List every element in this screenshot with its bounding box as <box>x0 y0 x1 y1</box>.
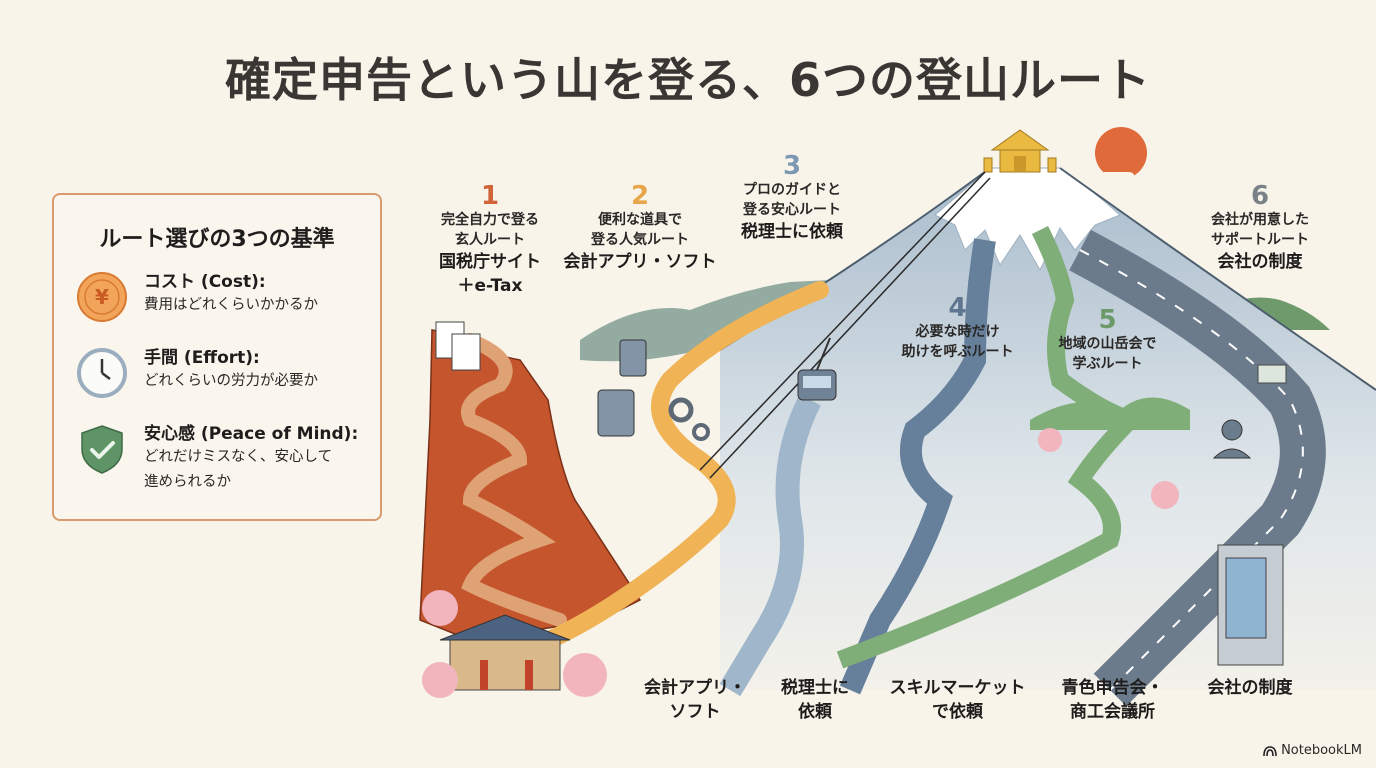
criterion-peace-of-mind: 安心感 (Peace of Mind): どれだけミスなく、安心して 進められる… <box>76 423 376 493</box>
yen-coin-icon: ¥ <box>77 272 127 322</box>
route-subtitle: 便利な道具で 登る人気ルート <box>591 212 689 248</box>
route-4-header: 4 必要な時だけ 助けを呼ぶルート <box>885 294 1030 362</box>
bottom-label-blue-return-association: 青色申告会・ 商工会議所 <box>1061 678 1164 722</box>
notebooklm-logo-icon <box>1263 745 1277 756</box>
cherry-tree-icon <box>422 590 458 626</box>
route-number: 4 <box>948 293 967 323</box>
route-subtitle: 必要な時だけ 助けを呼ぶルート <box>901 324 1014 360</box>
criteria-panel: ルート選びの3つの基準 ¥ コスト (Cost): 費用はどれくらいかかるか 手… <box>52 193 382 521</box>
route-number: 3 <box>782 151 802 181</box>
shield-check-icon <box>81 425 123 474</box>
gear-icon <box>668 397 710 441</box>
bottom-label-skill-market: スキルマーケット で依頼 <box>889 678 1026 722</box>
route-name: 国税庁サイト ＋e-Tax <box>439 252 541 296</box>
route-6-header: 6 会社が用意した サポートルート 会社の制度 <box>1190 182 1330 274</box>
cherry-tree-icon <box>1151 481 1179 509</box>
page-title: 確定申告という山を登る、6つの登山ルート <box>224 53 1151 107</box>
route-1-header: 1 完全自力で登る 玄人ルート 国税庁サイト ＋e-Tax <box>420 182 560 298</box>
criterion-description: どれくらいの労力が必要か <box>144 373 318 389</box>
route-number: 1 <box>480 181 500 211</box>
cable-car-icon <box>797 337 837 401</box>
criterion-label: コスト (Cost): <box>144 272 266 292</box>
clock-icon <box>77 348 127 398</box>
cherry-tree-icon <box>422 662 458 698</box>
svg-text:¥: ¥ <box>95 285 109 309</box>
cherry-tree-icon <box>1038 428 1062 452</box>
criterion-effort: 手間 (Effort): どれくらいの労力が必要か <box>76 347 376 417</box>
route-subtitle: 地域の山岳会で 学ぶルート <box>1058 336 1157 372</box>
cherry-tree-icon <box>563 653 607 697</box>
envelope-icon <box>1257 364 1287 384</box>
temple-gate-icon <box>439 614 571 691</box>
route-2-path <box>491 281 829 669</box>
criterion-label: 手間 (Effort): <box>144 348 260 368</box>
route-number: 5 <box>1098 305 1117 335</box>
route-subtitle: 完全自力で登る 玄人ルート <box>441 212 539 248</box>
criterion-description: どれだけミスなく、安心して 進められるか <box>144 449 333 490</box>
brand-name: NotebookLM <box>1281 743 1362 758</box>
route-3-header: 3 プロのガイドと 登る安心ルート 税理士に依頼 <box>722 152 862 244</box>
criteria-heading: ルート選びの3つの基準 <box>99 227 335 252</box>
criterion-label: 安心感 (Peace of Mind): <box>144 424 359 444</box>
business-person-icon <box>1212 419 1252 459</box>
route-5-header: 5 地域の山岳会で 学ぶルート <box>1040 306 1175 374</box>
office-building-icon <box>1217 544 1284 666</box>
route-2-header: 2 便利な道具で 登る人気ルート 会計アプリ・ソフト <box>560 182 720 274</box>
summit-shrine-icon <box>983 129 1057 173</box>
route-subtitle: プロのガイドと 登る安心ルート <box>743 182 841 218</box>
document-icon <box>435 321 481 371</box>
bottom-label-tax-accountant: 税理士に 依頼 <box>781 678 849 722</box>
route-number: 2 <box>630 181 650 211</box>
criterion-cost: ¥ コスト (Cost): 費用はどれくらいかかるか <box>76 271 376 341</box>
route-1-cliff <box>419 329 642 641</box>
bottom-label-accounting-app: 会計アプリ・ ソフト <box>644 678 746 722</box>
route-3-path <box>719 394 821 697</box>
route-1-trail <box>461 333 567 627</box>
route-name: 税理士に依頼 <box>741 222 843 242</box>
criterion-description: 費用はどれくらいかかるか <box>144 297 318 313</box>
tablet-icon <box>597 339 647 437</box>
rising-sun-icon <box>1095 127 1147 180</box>
route-subtitle: 会社が用意した サポートルート <box>1211 212 1309 248</box>
route-4-path <box>839 238 996 695</box>
village-hills <box>1030 397 1190 430</box>
notebooklm-brand: NotebookLM <box>1263 743 1362 758</box>
route-number: 6 <box>1250 181 1270 211</box>
route-name: 会社の制度 <box>1217 252 1303 272</box>
bottom-label-company-system: 会社の制度 <box>1207 678 1293 698</box>
route-name: 会計アプリ・ソフト <box>563 252 717 272</box>
route-5-path <box>836 225 1147 669</box>
